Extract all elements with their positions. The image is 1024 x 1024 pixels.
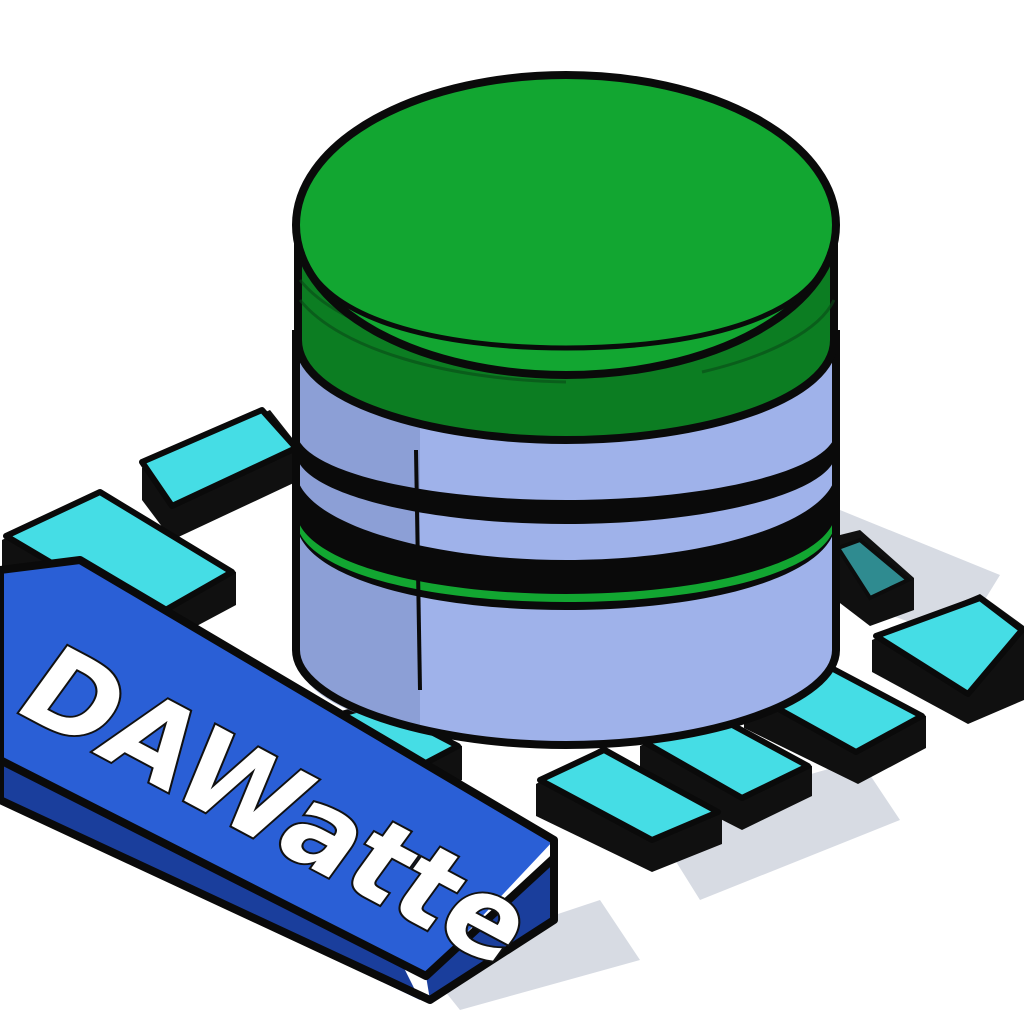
grid-tile (872, 594, 1024, 724)
grid-tile (139, 407, 300, 540)
grid-tile (834, 530, 914, 626)
grid-tile (536, 746, 722, 872)
database-icon (292, 71, 840, 749)
